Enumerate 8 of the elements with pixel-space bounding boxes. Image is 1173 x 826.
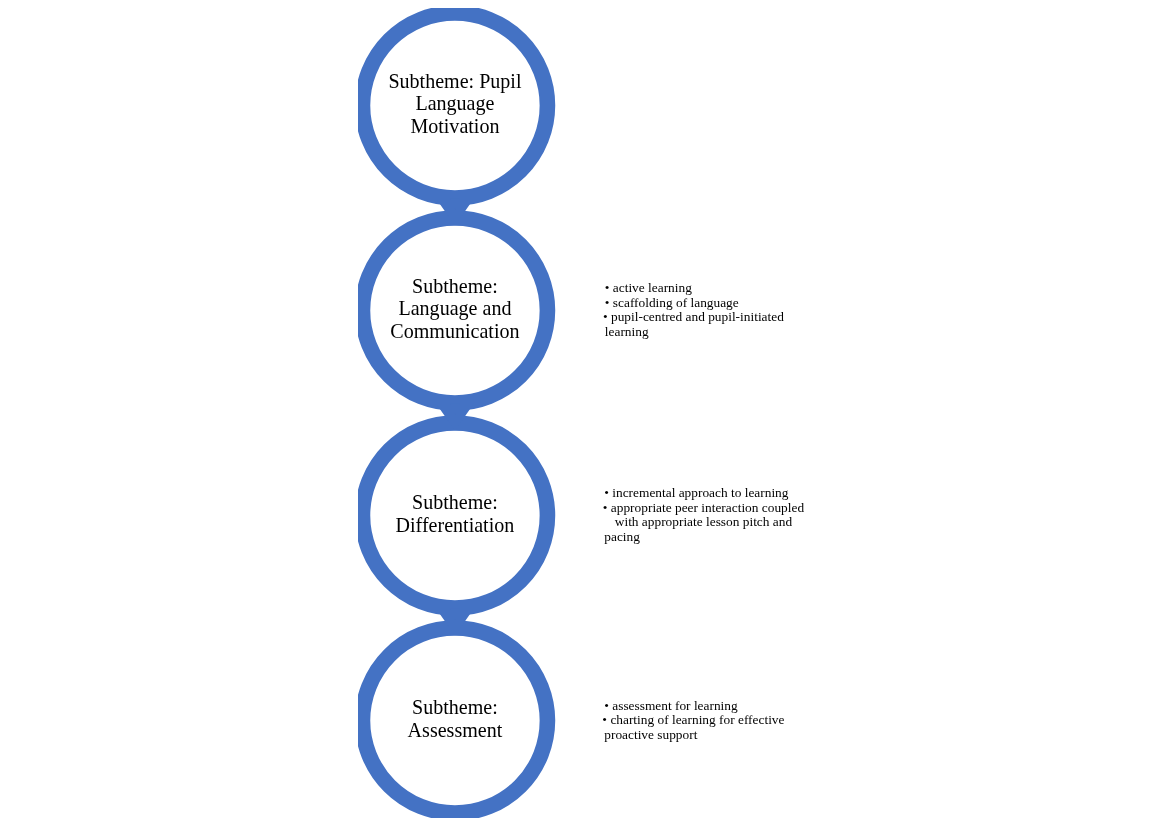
node-label: • pupil-centred and pupil-initiated learning [602,309,784,339]
node-label: • appropriate peer interaction coupled with appropriate lesson pitch and pacing [602,499,804,544]
node-label: • incremental approach to learning [603,485,788,501]
node-circle: Subtheme: Assessment [357,620,555,818]
node-label: • scaffolding of language [604,294,739,310]
node-label: • assessment for learning [603,697,738,713]
node-label: • active learning [604,280,692,296]
node-label: • charting of learning for effective proactive support [601,712,784,742]
